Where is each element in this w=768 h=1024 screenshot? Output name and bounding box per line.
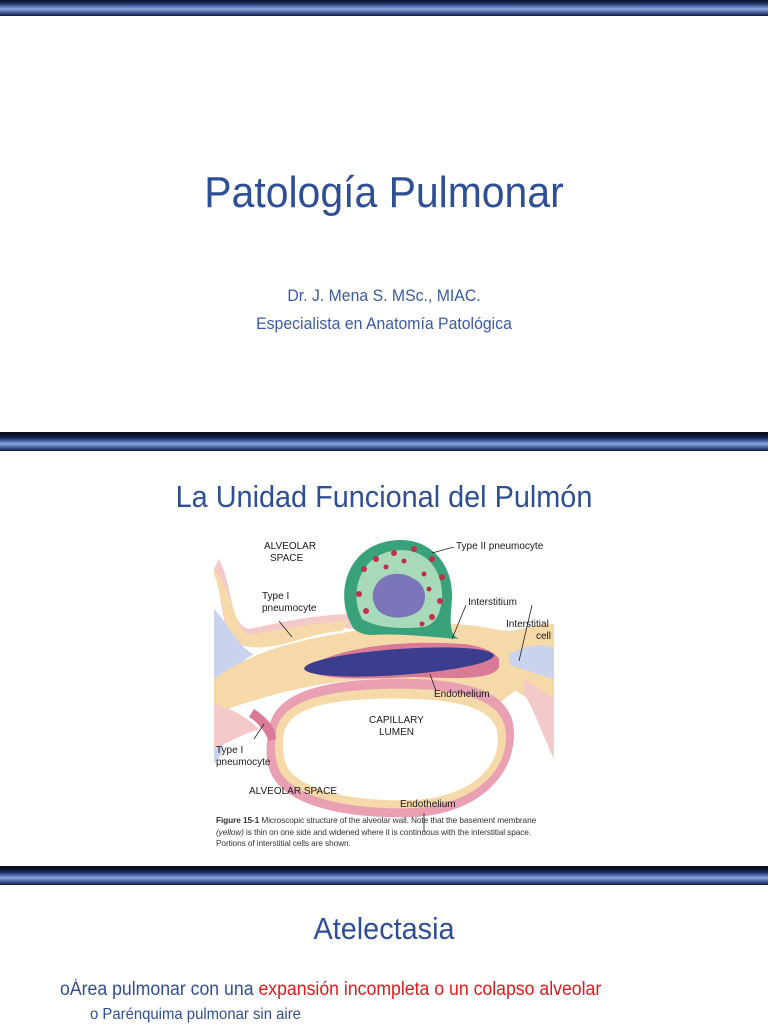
- label-type1-top-2: pneumocyte: [262, 603, 317, 614]
- bullet-marker: o: [90, 1006, 98, 1023]
- label-type1-top: Type I: [262, 591, 289, 602]
- slide-functional-unit: La Unidad Funcional del Pulmón: [0, 435, 768, 867]
- caption-figure-number: Figure 15-1: [216, 815, 259, 825]
- bullet-level-1: oÁrea pulmonar con una expansión incompl…: [60, 979, 601, 1001]
- caption-text-1: Microscopic structure of the alveolar wa…: [259, 815, 536, 825]
- label-interstitial-cell-2: cell: [536, 631, 551, 642]
- label-alveolar-space-bottom: ALVEOLAR SPACE: [249, 786, 337, 797]
- slide-header-bar: [0, 0, 768, 16]
- bullet-text: Área pulmonar con una: [70, 979, 259, 1000]
- label-endothelium-bottom: Endothelium: [400, 799, 456, 810]
- label-alveolar-space-top-2: SPACE: [270, 553, 303, 564]
- slide-title: Patología Pulmonar Dr. J. Mena S. MSc., …: [0, 0, 768, 432]
- label-capillary-2: LUMEN: [379, 727, 414, 738]
- author-role: Especialista en Anatomía Patológica: [27, 314, 741, 334]
- label-interstitium: Interstitium: [468, 597, 517, 608]
- slide-title-heading: Patología Pulmonar: [27, 168, 741, 218]
- slide-atelectasia: Atelectasia oÁrea pulmonar con una expan…: [0, 869, 768, 1024]
- label-capillary: CAPILLARY: [369, 715, 424, 726]
- bullet-level-2: o Parénquima pulmonar sin aire: [90, 1006, 301, 1024]
- slide-heading: La Unidad Funcional del Pulmón: [27, 479, 741, 515]
- label-alveolar-space-top: ALVEOLAR: [264, 541, 316, 552]
- figure-caption: Figure 15-1 Microscopic structure of the…: [216, 815, 556, 850]
- slide-header-bar: [0, 869, 768, 885]
- bullet-text: Parénquima pulmonar sin aire: [102, 1006, 301, 1023]
- caption-text-2: is thin on one side and widened where it…: [216, 827, 531, 849]
- slide-heading: Atelectasia: [27, 911, 741, 947]
- label-type2-pneumocyte: Type II pneumocyte: [456, 541, 544, 552]
- label-type1-bottom: Type I: [216, 745, 243, 756]
- bullet-highlight: expansión incompleta o un colapso alveol…: [258, 979, 601, 1000]
- label-type1-bottom-2: pneumocyte: [216, 757, 271, 768]
- caption-italic: (yellow): [216, 827, 244, 837]
- slide-header-bar: [0, 435, 768, 451]
- alveolar-wall-diagram: ALVEOLAR SPACE Type II pneumocyte Type I…: [214, 529, 554, 859]
- label-endothelium-top: Endothelium: [434, 689, 490, 700]
- bullet-marker: o: [60, 979, 70, 1000]
- label-interstitial-cell: Interstitial: [506, 619, 549, 630]
- author-name: Dr. J. Mena S. MSc., MIAC.: [27, 286, 741, 306]
